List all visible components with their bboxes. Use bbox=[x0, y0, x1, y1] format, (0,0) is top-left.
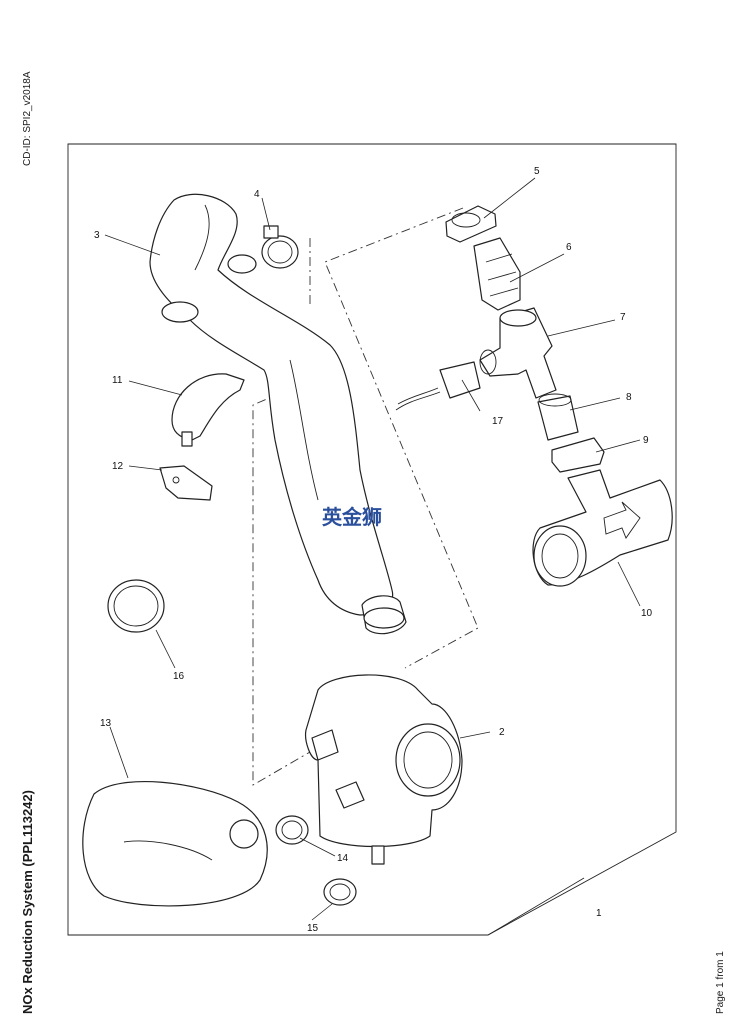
assembly-line-upper bbox=[324, 207, 479, 669]
callout-3: 3 bbox=[94, 230, 100, 241]
t-piece-7 bbox=[479, 307, 557, 399]
plate-12 bbox=[159, 465, 213, 501]
callout-1: 1 bbox=[596, 908, 602, 919]
sleeve-8 bbox=[537, 393, 579, 441]
callout-17: 17 bbox=[492, 416, 504, 427]
assembly-line-lower bbox=[252, 238, 311, 786]
callout-14: 14 bbox=[337, 853, 349, 864]
diagram-frame bbox=[67, 143, 677, 936]
callout-13: 13 bbox=[100, 718, 112, 729]
quick-connector-5 bbox=[445, 205, 497, 243]
clamp-14 bbox=[275, 815, 309, 845]
clip-9 bbox=[551, 437, 605, 473]
callout-4: 4 bbox=[254, 189, 260, 200]
callout-9: 9 bbox=[643, 435, 649, 446]
canister-2 bbox=[305, 674, 463, 865]
pipe-housing-10 bbox=[532, 469, 673, 587]
callout-10: 10 bbox=[641, 608, 653, 619]
callout-12: 12 bbox=[112, 461, 124, 472]
callout-11: 11 bbox=[112, 375, 123, 386]
clamp-4 bbox=[261, 225, 299, 269]
sensor-17 bbox=[395, 361, 481, 411]
callout-2: 2 bbox=[499, 727, 505, 738]
hose-13 bbox=[82, 780, 268, 907]
clamp-16 bbox=[107, 579, 165, 633]
clamp-15 bbox=[323, 878, 357, 906]
leader-lines bbox=[104, 177, 641, 936]
watermark: 英金狮 bbox=[322, 505, 382, 529]
callout-7: 7 bbox=[620, 312, 626, 323]
bracket-11 bbox=[171, 373, 245, 447]
connector-6 bbox=[473, 237, 521, 311]
callout-15: 15 bbox=[307, 923, 319, 934]
callout-16: 16 bbox=[173, 671, 185, 682]
hose-main bbox=[149, 193, 407, 635]
callout-5: 5 bbox=[534, 166, 540, 177]
callout-8: 8 bbox=[626, 392, 632, 403]
callout-6: 6 bbox=[566, 242, 572, 253]
